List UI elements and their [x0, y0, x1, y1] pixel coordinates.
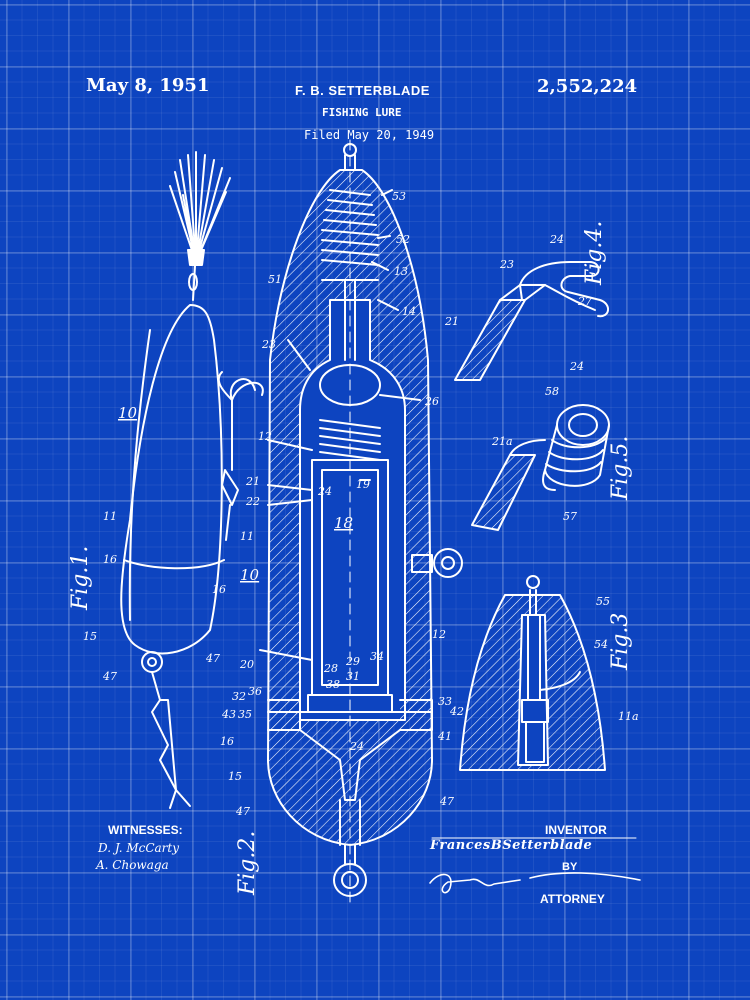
svg-text:51: 51 — [268, 273, 282, 286]
svg-text:54: 54 — [594, 638, 608, 651]
svg-text:22: 22 — [245, 495, 260, 508]
svg-text:41: 41 — [437, 730, 452, 743]
figure-2-caption: Fig.2. — [235, 830, 260, 895]
svg-text:11: 11 — [103, 510, 117, 523]
svg-text:24: 24 — [569, 360, 584, 373]
svg-text:38: 38 — [326, 678, 340, 691]
svg-text:47: 47 — [205, 652, 220, 665]
svg-text:15: 15 — [83, 630, 97, 643]
fig4-clip — [454, 261, 609, 381]
inventor-name: F. B. SETTERBLADE — [295, 83, 430, 98]
svg-text:16: 16 — [220, 735, 234, 748]
filed-date: Filed May 20, 1949 — [304, 128, 435, 142]
svg-text:12: 12 — [258, 430, 272, 443]
inventor-label: INVENTOR — [545, 823, 607, 837]
figure-3-caption: Fig.3 — [608, 612, 633, 670]
svg-text:18: 18 — [334, 514, 353, 532]
svg-text:10: 10 — [240, 566, 260, 584]
witness-2-signature: A. Chowaga — [96, 858, 169, 872]
svg-text:20: 20 — [239, 658, 254, 671]
reference-numerals: 10 11 16 16 15 47 47 53 52 51 13 14 23 2… — [83, 190, 639, 818]
patent-date: May 8, 1951 — [86, 75, 210, 96]
svg-text:47: 47 — [439, 795, 454, 808]
svg-text:53: 53 — [392, 190, 406, 203]
svg-text:11a: 11a — [618, 710, 639, 723]
svg-text:47: 47 — [235, 805, 250, 818]
svg-text:34: 34 — [370, 650, 384, 663]
by-label: BY — [562, 861, 578, 873]
patent-number: 2,552,224 — [537, 76, 638, 97]
fig5-threaded-piece — [471, 404, 610, 531]
witness-1-signature: D. J. McCarty — [98, 841, 180, 855]
svg-text:52: 52 — [396, 233, 410, 246]
svg-text:33: 33 — [438, 695, 452, 708]
svg-text:16: 16 — [103, 553, 117, 566]
svg-text:31: 31 — [346, 670, 360, 683]
svg-text:23: 23 — [261, 338, 276, 351]
svg-text:35: 35 — [238, 708, 252, 721]
svg-text:23: 23 — [499, 258, 514, 271]
svg-text:26: 26 — [424, 395, 439, 408]
svg-text:24: 24 — [349, 740, 364, 753]
svg-text:43: 43 — [221, 708, 236, 721]
fig3-nose-section — [459, 575, 606, 771]
svg-text:21: 21 — [444, 315, 459, 328]
fig1-lure-exterior — [120, 151, 264, 809]
attorney-signature-flourish — [429, 872, 641, 894]
patent-title: FISHING LURE — [322, 106, 402, 119]
figure-4-caption: Fig.4. — [582, 220, 607, 285]
svg-text:19: 19 — [356, 478, 370, 491]
svg-text:16: 16 — [212, 583, 226, 596]
svg-text:57: 57 — [563, 510, 577, 523]
svg-text:58: 58 — [545, 385, 559, 398]
svg-text:12: 12 — [432, 628, 446, 641]
svg-text:32: 32 — [232, 690, 246, 703]
inventor-signature: FrancesBSetterblade — [430, 838, 593, 853]
fig2-lure-section — [259, 139, 463, 906]
svg-text:21a: 21a — [491, 435, 513, 448]
svg-text:11: 11 — [240, 530, 254, 543]
svg-text:10: 10 — [118, 404, 138, 422]
witnesses-label: WITNESSES: — [108, 823, 183, 837]
attorney-label: ATTORNEY — [540, 892, 605, 906]
svg-text:24: 24 — [549, 233, 564, 246]
svg-text:42: 42 — [449, 705, 464, 718]
svg-text:29: 29 — [345, 655, 360, 668]
svg-text:15: 15 — [228, 770, 242, 783]
svg-text:28: 28 — [323, 662, 338, 675]
svg-text:55: 55 — [596, 595, 610, 608]
figure-5-caption: Fig.5. — [608, 435, 633, 500]
svg-text:13: 13 — [394, 265, 408, 278]
svg-text:27: 27 — [577, 295, 592, 308]
svg-text:14: 14 — [402, 305, 416, 318]
svg-text:36: 36 — [248, 685, 262, 698]
figure-1-caption: Fig.1. — [68, 545, 93, 610]
svg-text:47: 47 — [102, 670, 117, 683]
svg-text:24: 24 — [317, 485, 332, 498]
svg-text:21: 21 — [245, 475, 260, 488]
